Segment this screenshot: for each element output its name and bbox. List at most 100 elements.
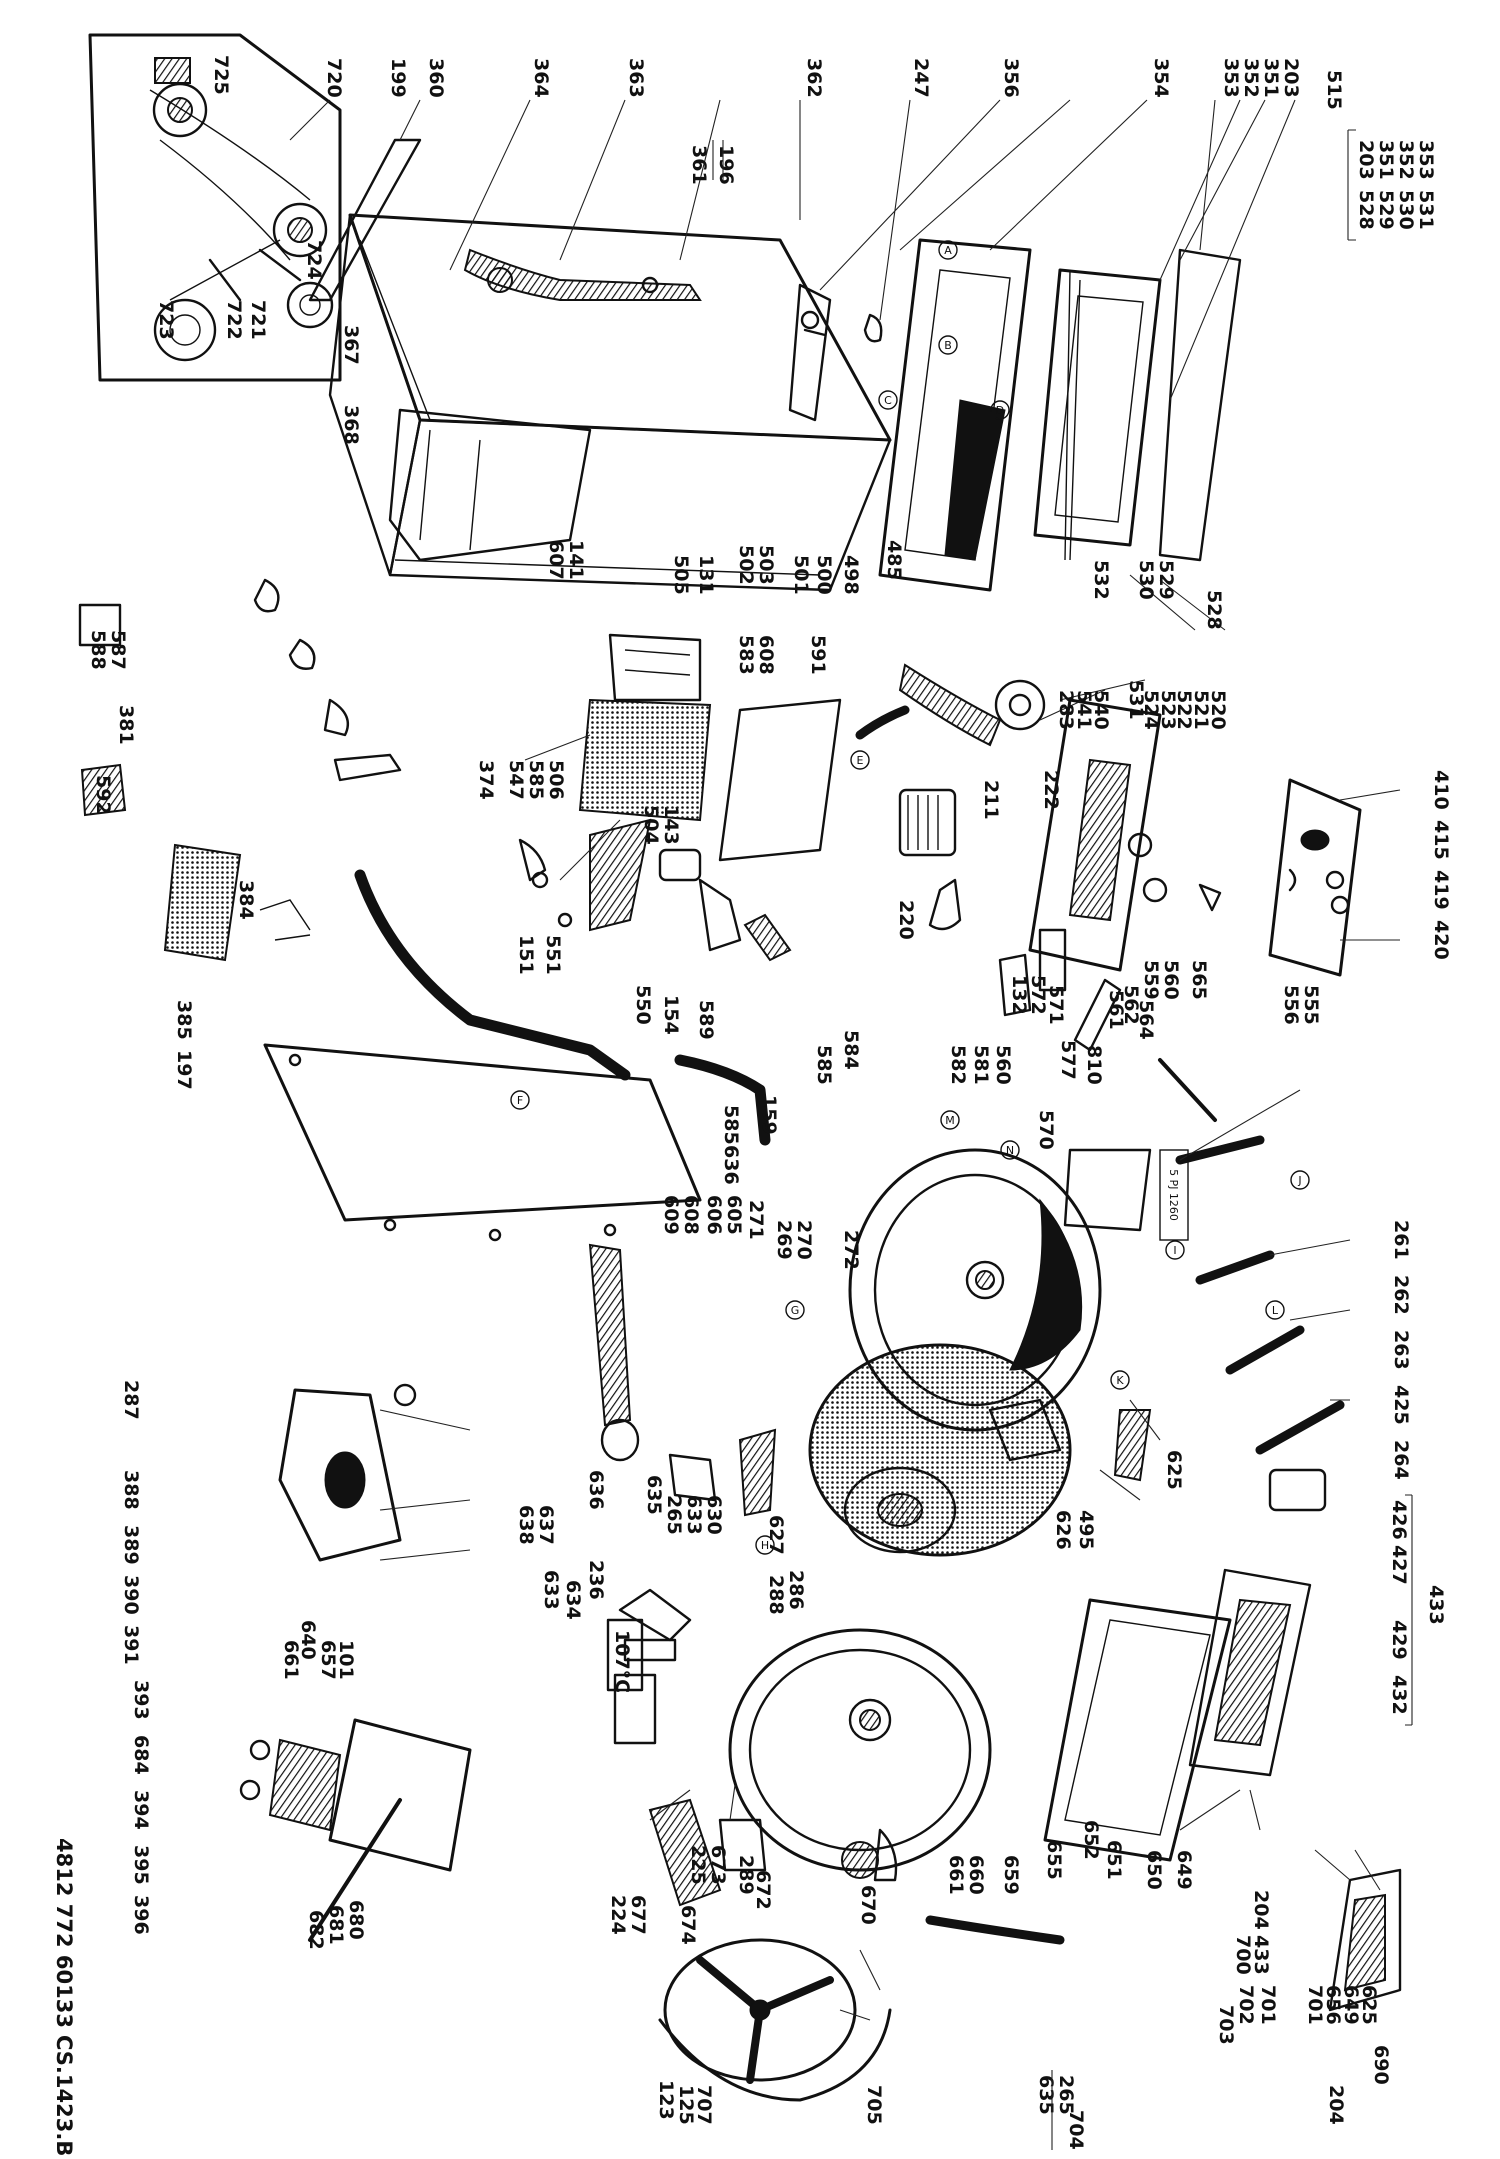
callout-810: 810 <box>1083 1045 1105 1085</box>
callout-270: 270 <box>793 1220 815 1260</box>
callout-637: 637 <box>535 1505 557 1545</box>
callout-353: 353 <box>1220 58 1242 98</box>
callout-659: 659 <box>1000 1855 1022 1895</box>
callout-247: 247 <box>910 58 932 98</box>
callout-571: 571 <box>1045 985 1067 1025</box>
callout-577: 577 <box>1057 1040 1079 1080</box>
leader-lines <box>289 99 1401 2021</box>
callout-394: 394 <box>130 1790 152 1830</box>
marker-c-label: C <box>884 394 892 407</box>
callout-701-b: 701 <box>1304 1985 1326 2025</box>
callout-367: 367 <box>340 325 362 365</box>
callout-702: 702 <box>1235 1985 1257 2025</box>
door-assembly <box>788 238 1242 592</box>
special-labels: 107°C 5 PJ 1260 <box>606 1149 1189 1693</box>
callout-420: 420 <box>1430 920 1452 960</box>
callout-625-b: 625 <box>1358 1985 1380 2025</box>
callout-720: 720 <box>323 58 345 98</box>
callout-572: 572 <box>1027 975 1049 1015</box>
callout-432: 432 <box>1388 1675 1410 1715</box>
callout-131: 131 <box>695 555 717 595</box>
callout-154: 154 <box>660 995 682 1035</box>
marker-c-circle <box>878 390 898 410</box>
callout-222: 222 <box>1040 770 1062 810</box>
callout-123: 123 <box>655 2080 677 2120</box>
callout-374: 374 <box>475 760 497 800</box>
callout-591: 591 <box>807 635 829 675</box>
callout-501: 501 <box>790 555 812 595</box>
marker-h-circle <box>755 1535 775 1555</box>
callout-528-group: 528 <box>1355 190 1377 230</box>
callout-625: 625 <box>1163 1450 1185 1490</box>
callout-561: 561 <box>1105 990 1127 1030</box>
callout-360: 360 <box>425 58 447 98</box>
callout-608-b: 608 <box>680 1195 702 1235</box>
callout-564: 564 <box>1135 1000 1157 1040</box>
callout-531-group: 531 <box>1415 190 1437 230</box>
callout-701: 701 <box>1257 1985 1279 2025</box>
callout-677: 677 <box>627 1895 649 1935</box>
callout-283: 283 <box>1055 690 1077 730</box>
callout-559: 559 <box>1140 960 1162 1000</box>
callout-681: 681 <box>325 1905 347 1945</box>
marker-m-label: M <box>945 1114 955 1127</box>
cabinet-frame <box>308 138 892 592</box>
callout-638: 638 <box>515 1505 537 1545</box>
callout-585: 585 <box>813 1045 835 1085</box>
callout-670: 670 <box>857 1885 879 1925</box>
callout-588: 588 <box>87 630 109 670</box>
callout-722: 722 <box>223 300 245 340</box>
callout-660: 660 <box>965 1855 987 1895</box>
callout-352: 352 <box>1240 58 1262 98</box>
callout-390: 390 <box>120 1575 142 1615</box>
callout-353-group: 353 <box>1415 140 1437 180</box>
callout-560-b: 560 <box>992 1045 1014 1085</box>
callout-541: 541 <box>1073 690 1095 730</box>
callout-271: 271 <box>745 1200 767 1240</box>
callout-672: 672 <box>752 1870 774 1910</box>
callout-520: 520 <box>1207 690 1229 730</box>
sheet-code: CS.1423.B <box>52 2035 76 2156</box>
callout-426: 426 <box>1388 1500 1410 1540</box>
callout-636-b: 636 <box>585 1470 607 1510</box>
callout-429: 429 <box>1388 1620 1410 1660</box>
callout-361: 361 <box>688 145 710 185</box>
callout-506-top: 506 <box>545 760 567 800</box>
callout-609: 609 <box>660 1195 682 1235</box>
callout-524: 524 <box>1140 690 1162 730</box>
callout-636: 636 <box>720 1145 742 1185</box>
callout-605: 605 <box>723 1195 745 1235</box>
callout-351: 351 <box>1260 58 1282 98</box>
marker-k-label: K <box>1116 1374 1124 1387</box>
callout-682: 682 <box>305 1910 327 1950</box>
marker-n-circle <box>1000 1140 1020 1160</box>
callout-287: 287 <box>120 1380 142 1420</box>
callout-529: 529 <box>1155 560 1177 600</box>
callout-410: 410 <box>1430 770 1452 810</box>
callout-721: 721 <box>247 300 269 340</box>
callout-562: 562 <box>1120 985 1142 1025</box>
callout-286: 286 <box>785 1570 807 1610</box>
callout-498: 498 <box>840 555 862 595</box>
callout-220: 220 <box>895 900 917 940</box>
callout-550: 550 <box>632 985 654 1025</box>
callout-680: 680 <box>345 1900 367 1940</box>
programmer-module <box>898 663 1362 1052</box>
callout-635-b: 635 <box>1035 2075 1057 2115</box>
callout-289: 289 <box>735 1855 757 1895</box>
callout-502: 502 <box>735 545 757 585</box>
callout-547: 547 <box>505 760 527 800</box>
callout-433-mid: 433 <box>1250 1935 1272 1975</box>
callout-385: 385 <box>173 1000 195 1040</box>
callout-389: 389 <box>120 1525 142 1565</box>
callout-583: 583 <box>735 635 757 675</box>
callout-143: 143 <box>660 805 682 845</box>
callout-125: 125 <box>675 2085 697 2125</box>
callout-661-b: 661 <box>945 1855 967 1895</box>
callout-570: 570 <box>1035 1110 1057 1150</box>
callout-540: 540 <box>1090 690 1112 730</box>
callout-495: 495 <box>1075 1510 1097 1550</box>
callout-704: 704 <box>1065 2110 1087 2150</box>
callout-521: 521 <box>1190 690 1212 730</box>
